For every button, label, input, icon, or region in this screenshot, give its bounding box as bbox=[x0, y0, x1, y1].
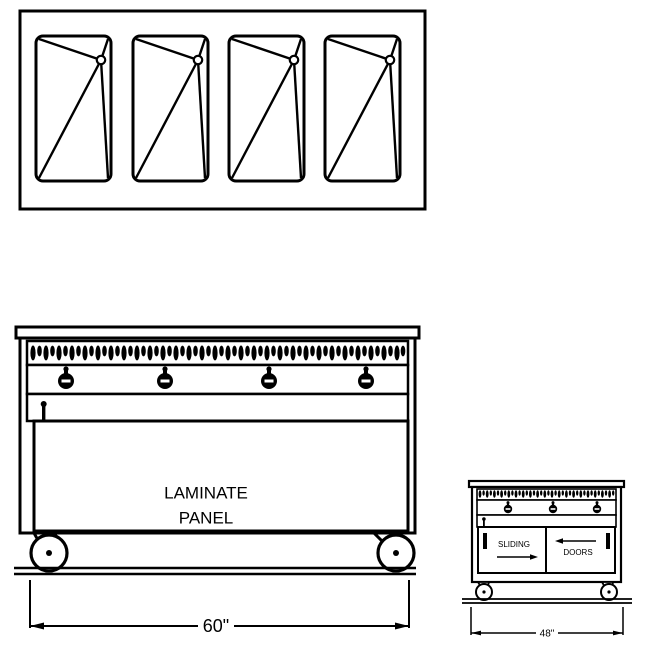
front-control-knob-1[interactable] bbox=[58, 366, 74, 389]
front-control-knob-3[interactable] bbox=[261, 366, 277, 389]
knob-3-slot bbox=[264, 379, 274, 383]
well-3-rim bbox=[227, 34, 306, 183]
laminate-panel-label-line1: LAMINATE bbox=[164, 483, 248, 502]
front-vent-louvers bbox=[30, 345, 406, 361]
side-caster-left bbox=[475, 581, 493, 601]
side-sliding-door-right[interactable]: DOORS bbox=[555, 533, 610, 557]
well-2-drain-icon bbox=[192, 54, 204, 66]
knob-4-pointer-tip bbox=[363, 366, 369, 372]
side-apron-band bbox=[476, 514, 617, 528]
well-4-rim bbox=[323, 34, 402, 183]
well-3-slope-bottom-left bbox=[230, 59, 296, 179]
front-laminate-panel bbox=[32, 419, 410, 533]
well-3-slope-bottom-right bbox=[292, 59, 303, 179]
drain-handle-shaft bbox=[42, 404, 46, 421]
well-2-rim bbox=[131, 34, 210, 183]
well-1-slope-bottom-left bbox=[37, 59, 103, 179]
side-knob-2-pointer-tip bbox=[551, 501, 555, 505]
side-depth-dimension: 48" bbox=[470, 607, 624, 640]
front-control-band bbox=[25, 363, 410, 396]
well-1-rim bbox=[34, 34, 113, 183]
front-drain-valve-handle[interactable] bbox=[40, 401, 47, 421]
side-control-knob-1[interactable] bbox=[503, 501, 513, 514]
door-left-handle-recess[interactable] bbox=[483, 533, 487, 549]
door-left-arrow-head bbox=[530, 554, 538, 560]
side-knob-1-pointer-tip bbox=[506, 501, 510, 505]
front-control-knob-2[interactable] bbox=[157, 366, 173, 389]
well-3-slope-top-left bbox=[231, 37, 295, 62]
knob-2-pointer-tip bbox=[162, 366, 168, 372]
caster-right-axle bbox=[393, 550, 399, 556]
side-drain-valve-handle[interactable] bbox=[482, 517, 486, 528]
side-vent-louvers bbox=[478, 490, 615, 498]
side-sliding-door-left[interactable]: SLIDING bbox=[483, 533, 538, 560]
front-caster-right bbox=[370, 531, 416, 573]
well-1-slope-top-left bbox=[38, 37, 102, 62]
front-elevation-view: LAMINATE PANEL 60" bbox=[14, 325, 421, 636]
knob-1-pointer-tip bbox=[63, 366, 69, 372]
dim-48-label: 48" bbox=[540, 629, 555, 640]
well-1-drain-icon bbox=[95, 54, 107, 66]
top-view-well-3 bbox=[227, 34, 306, 183]
well-2-slope-bottom-left bbox=[134, 59, 200, 179]
front-top-cap-rail bbox=[14, 325, 421, 340]
door-right-arrow-head bbox=[555, 538, 563, 544]
caster-left-axle bbox=[46, 550, 52, 556]
top-view-well-1 bbox=[34, 34, 113, 183]
front-width-dimension: 60" bbox=[29, 580, 410, 636]
side-drain-handle-knob[interactable] bbox=[482, 517, 486, 521]
dim-60-arrow-left bbox=[30, 622, 44, 630]
front-caster-left bbox=[29, 531, 69, 573]
well-4-drain-icon bbox=[384, 54, 396, 66]
door-right-handle-recess[interactable] bbox=[606, 533, 610, 549]
dim-60-arrow-right bbox=[395, 622, 409, 630]
door-left-label: SLIDING bbox=[498, 540, 530, 549]
well-2-slope-bottom-right bbox=[196, 59, 207, 179]
dim-48-arrow-right bbox=[613, 630, 623, 636]
well-4-slope-bottom-right bbox=[388, 59, 399, 179]
top-view-well-2 bbox=[131, 34, 210, 183]
side-knob-3-pointer-tip bbox=[595, 501, 599, 505]
top-view-well-4 bbox=[323, 34, 402, 183]
side-caster-right-axle bbox=[607, 590, 611, 594]
knob-1-slot bbox=[61, 379, 71, 383]
side-caster-left-axle bbox=[482, 590, 486, 594]
front-control-knob-4[interactable] bbox=[358, 366, 374, 389]
dim-48-arrow-left bbox=[471, 630, 481, 636]
dim-60-label: 60" bbox=[203, 616, 229, 636]
knob-3-pointer-tip bbox=[266, 366, 272, 372]
well-4-slope-top-left bbox=[327, 37, 391, 62]
side-knob-3-slot bbox=[594, 508, 600, 510]
front-apron-band bbox=[25, 392, 410, 423]
side-control-knob-2[interactable] bbox=[548, 501, 558, 514]
top-plan-view bbox=[18, 9, 427, 211]
knob-2-slot bbox=[160, 379, 170, 383]
side-caster-right bbox=[600, 581, 618, 601]
side-knob-2-slot bbox=[550, 508, 556, 510]
side-knob-1-slot bbox=[505, 508, 511, 510]
well-2-slope-top-left bbox=[135, 37, 199, 62]
well-4-slope-bottom-left bbox=[326, 59, 392, 179]
side-control-knob-3[interactable] bbox=[592, 501, 602, 514]
knob-4-slot bbox=[361, 379, 371, 383]
side-elevation-view: SLIDING DOORS bbox=[462, 479, 632, 640]
drain-handle-knob[interactable] bbox=[40, 401, 47, 407]
laminate-panel-label-line2: PANEL bbox=[179, 508, 234, 527]
well-1-slope-bottom-right bbox=[99, 59, 110, 179]
well-3-drain-icon bbox=[288, 54, 300, 66]
door-right-label: DOORS bbox=[563, 548, 592, 557]
side-drain-handle-shaft bbox=[483, 519, 485, 528]
